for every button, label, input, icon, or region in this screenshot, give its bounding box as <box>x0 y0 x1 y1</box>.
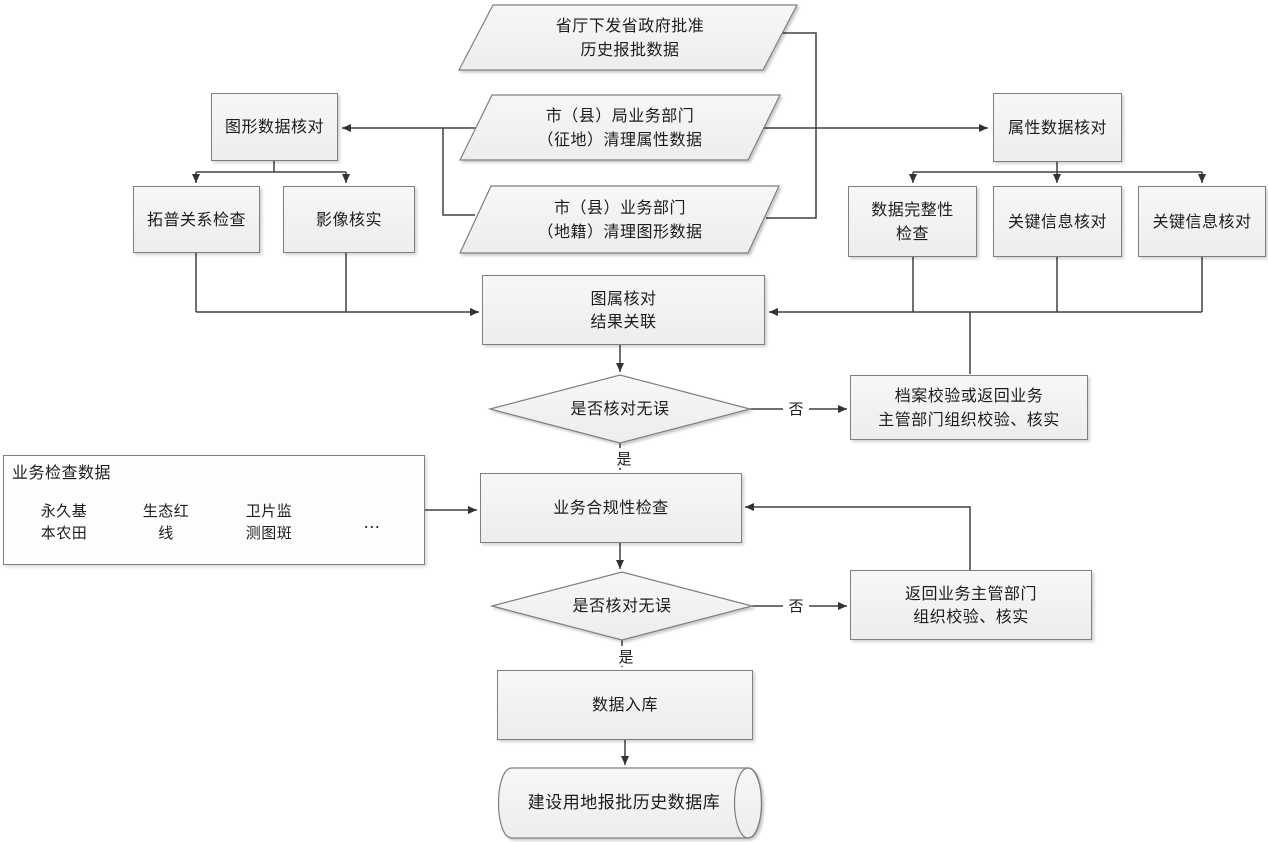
label-history-database: 建设用地报批历史数据库 <box>527 792 721 813</box>
node-topology-check: 拓普关系检查 <box>133 186 260 253</box>
business-check-data-group <box>3 455 425 565</box>
node-data-integrity-check: 数据完整性 检查 <box>848 186 977 257</box>
connector-left-branch-srcgraphic <box>442 128 475 216</box>
node-compliance-check: 业务合规性检查 <box>480 473 742 543</box>
parallelogram-src-top <box>458 4 798 71</box>
label-decision2: 是否核对无误 <box>572 596 672 616</box>
label-src-top: 省厅下发省政府批准 历史报批数据 <box>555 16 705 59</box>
node-key-info-check-1: 关键信息核对 <box>993 186 1122 257</box>
connector-graphiccheck-branch-bar <box>196 161 346 173</box>
parallelogram-src-attr <box>459 94 781 161</box>
edge-label-yes-1: 是 <box>612 448 636 468</box>
connector-returnverify-to-compliance <box>745 503 971 570</box>
node-attribute-data-check: 属性数据核对 <box>993 93 1122 162</box>
parallelogram-src-graphic <box>459 185 780 254</box>
node-data-storage: 数据入库 <box>497 670 753 740</box>
diamond-decision1 <box>487 374 753 444</box>
edge-label-no-2: 否 <box>783 594 809 616</box>
cylinder-end-cap <box>733 767 763 839</box>
diamond-decision2 <box>489 571 755 641</box>
node-graphic-data-check: 图形数据核对 <box>211 93 338 161</box>
label-satellite-patch: 卫片监 测图斑 <box>245 501 293 542</box>
business-check-data-label: 业务检查数据 <box>12 463 112 482</box>
label-src-attr: 市（县）局业务部门 （征地）清理属性数据 <box>537 106 703 149</box>
label-src-graphic: 市（县）业务部门 （地籍）清理图形数据 <box>537 198 703 241</box>
label-eco-redline: 生态红 线 <box>142 501 190 542</box>
edge-label-yes-2: 是 <box>614 646 638 666</box>
connector-left-collector-verticals <box>195 253 347 312</box>
node-image-verify: 影像核实 <box>283 186 415 253</box>
connector-attrcheck-branch-bar <box>913 162 1202 173</box>
connector-right-collector-verticals <box>912 257 1203 312</box>
label-farmland: 永久基 本农田 <box>40 501 88 542</box>
label-decision1: 是否核对无误 <box>570 399 670 419</box>
connector-srctop-to-srcgraphic <box>766 32 817 219</box>
label-more-data: ... <box>363 512 381 532</box>
node-archive-verify: 档案校验或返回业务 主管部门组织校验、核实 <box>850 375 1088 440</box>
node-return-verify: 返回业务主管部门 组织校验、核实 <box>850 570 1092 640</box>
node-relate-results: 图属核对 结果关联 <box>482 275 765 345</box>
edge-label-no-1: 否 <box>783 397 809 419</box>
node-key-info-check-2: 关键信息核对 <box>1138 186 1266 257</box>
